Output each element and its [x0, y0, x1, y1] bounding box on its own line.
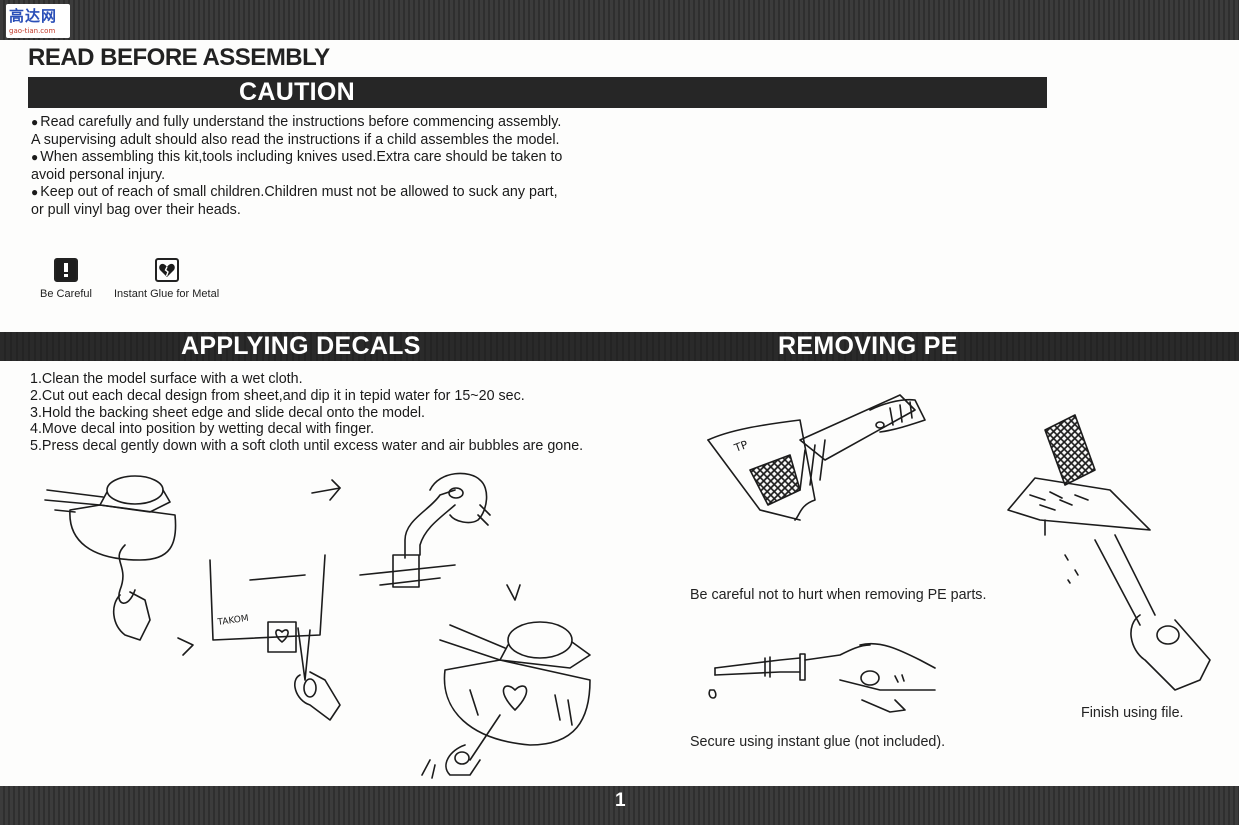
- takom-sheet-label: TAKOM: [216, 614, 249, 628]
- decal-step: 5.Press decal gently down with a soft cl…: [30, 438, 584, 455]
- caution-item-continued: or pull vinyl bag over their heads.: [31, 201, 241, 218]
- decal-sheet-cutting-drawing: TAKOM: [209, 554, 341, 721]
- page-title: READ BEFORE ASSEMBLY: [28, 44, 330, 71]
- logo-text: 高达网: [9, 7, 58, 25]
- caution-item: Read carefully and fully understand the …: [31, 114, 611, 132]
- site-logo: 高达网 gao-tian.com: [6, 4, 70, 38]
- be-careful-label: Be Careful: [40, 288, 92, 300]
- turret-heart-decal-drawing: [421, 621, 591, 779]
- pe-gluing-drawing: [708, 642, 936, 713]
- section-heading-bar: APPLYING DECALS REMOVING PE: [0, 332, 1239, 361]
- pe-filing-drawing: [1007, 414, 1211, 691]
- applying-decals-heading: APPLYING DECALS: [181, 332, 421, 360]
- exclamation-icon: [54, 258, 78, 282]
- pe-fret-label: TP: [732, 438, 750, 455]
- decal-step: 3.Hold the backing sheet edge and slide …: [30, 404, 426, 421]
- caution-item: Keep out of reach of small children.Chil…: [31, 184, 611, 202]
- caution-heading-bar: CAUTION: [28, 77, 1047, 108]
- decal-dipping-drawing: [311, 472, 521, 601]
- caution-list: Read carefully and fully understand the …: [31, 114, 611, 219]
- decal-step: 4.Move decal into position by wetting de…: [30, 421, 375, 438]
- pe-file-caption: Finish using file.: [1081, 705, 1184, 721]
- pe-careful-caption: Be careful not to hurt when removing PE …: [690, 587, 987, 603]
- logo-subtext: gao-tian.com: [9, 27, 56, 35]
- instant-glue-label: Instant Glue for Metal: [114, 288, 220, 300]
- broken-heart-icon: [155, 258, 179, 282]
- caution-item: When assembling this kit,tools including…: [31, 149, 611, 167]
- caution-item-continued: A supervising adult should also read the…: [31, 131, 560, 148]
- decal-steps-list: 1.Clean the model surface with a wet clo…: [30, 371, 630, 455]
- page-number: 1: [615, 790, 626, 811]
- decal-step: 2.Cut out each decal design from sheet,a…: [30, 387, 525, 404]
- removing-pe-heading: REMOVING PE: [778, 332, 958, 360]
- turret-wet-cloth-drawing: [44, 475, 194, 656]
- pe-glue-caption: Secure using instant glue (not included)…: [690, 734, 946, 750]
- decal-step: 1.Clean the model surface with a wet clo…: [30, 371, 303, 387]
- caution-item-continued: avoid personal injury.: [31, 166, 166, 183]
- footer-band: [0, 786, 1239, 825]
- pe-cutting-drawing: TP: [707, 394, 926, 521]
- caution-heading: CAUTION: [239, 78, 355, 106]
- top-band: [0, 0, 1239, 40]
